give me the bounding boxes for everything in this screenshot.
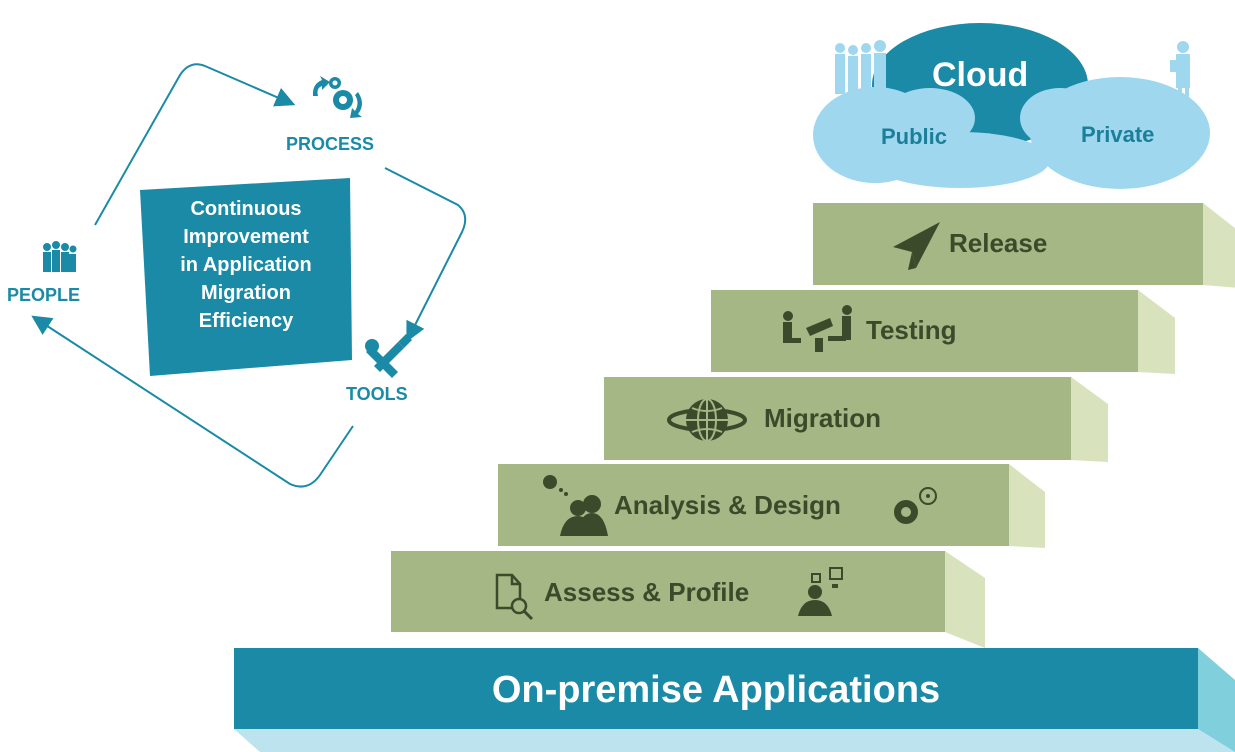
people-label: PEOPLE [7,285,81,305]
document-search-icon [495,573,534,621]
center-line-2: Improvement [183,226,309,248]
center-line-1: Continuous [190,198,302,220]
cloud-title: Cloud [932,56,1029,94]
center-box [140,178,352,376]
step-release-label: Release [949,228,1048,258]
step-migration-shape [604,377,1108,462]
target-gear-icon [894,487,937,524]
arrow-tools-to-people [31,315,354,488]
center-line-3: in Application [180,254,312,276]
arrow-process-to-tools [384,167,467,343]
question-people-icon [543,475,608,536]
arrow-people-to-process [94,63,296,226]
cloud-person-reading-icon [1170,41,1190,108]
step-assess-label: Assess & Profile [544,577,750,607]
step-migration-label: Migration [764,403,881,433]
testers-icon [783,305,852,352]
step-release-shape [813,203,1235,288]
cloud-private-label: Private [1081,122,1155,147]
center-box-text: Continuous Improvement in Application Mi… [146,195,346,335]
cloud-public-label: Public [881,124,948,149]
tools-icon [365,334,412,378]
process-gears-icon [312,76,362,118]
step-testing-shape [711,290,1175,374]
cycle-arrows [31,63,467,488]
step-testing-label: Testing [866,315,957,345]
center-line-5: Efficiency [198,310,294,332]
center-line-4: Migration [201,282,291,304]
process-label: PROCESS [286,134,375,154]
user-screens-icon [798,567,843,616]
people-group-icon [43,241,77,272]
step-analysis-label: Analysis & Design [614,490,841,520]
paper-plane-icon [893,222,940,270]
base-block [234,648,1235,752]
base-label: On-premise Applications [491,669,941,711]
cloud-people-icon [835,40,886,97]
step-assess-shape [391,551,985,648]
tools-label: TOOLS [346,384,408,404]
cloud-shape [813,23,1210,189]
globe-icon [667,398,747,442]
